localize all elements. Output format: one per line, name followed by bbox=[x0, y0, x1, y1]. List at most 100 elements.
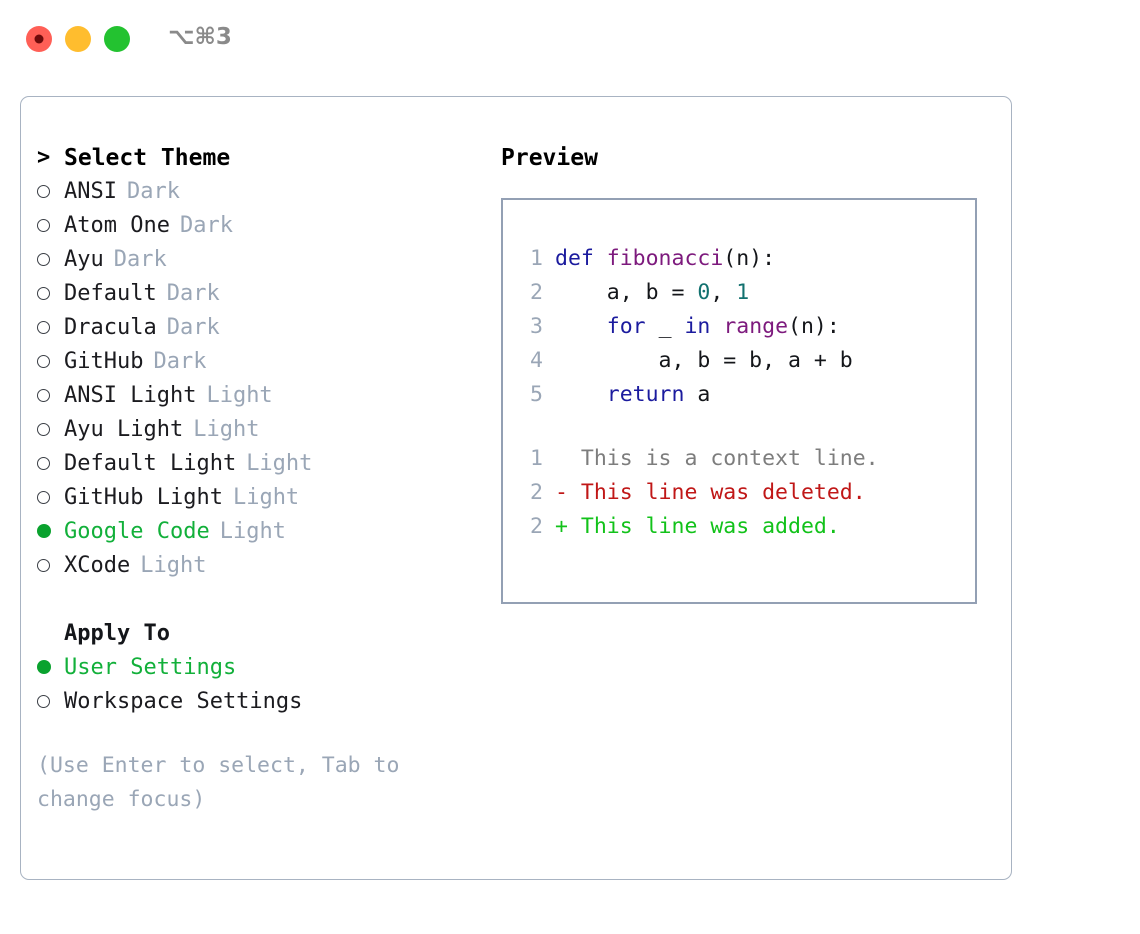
radio-selected-icon[interactable] bbox=[37, 515, 64, 549]
radio-unselected-icon[interactable] bbox=[37, 243, 64, 277]
diff-line-text: - This line was deleted. bbox=[555, 480, 866, 505]
diff-line-text: + This line was added. bbox=[555, 514, 840, 539]
theme-list-item[interactable]: XCode Light bbox=[37, 549, 477, 583]
minimize-button-icon[interactable] bbox=[65, 26, 91, 52]
diff-line: 2 - This line was deleted. bbox=[513, 476, 967, 510]
theme-category-label: Dark bbox=[126, 179, 180, 204]
theme-list-item[interactable]: Google Code Light bbox=[37, 515, 477, 549]
title-bar: ⌥⌘3 bbox=[0, 0, 1140, 78]
radio-unselected-icon[interactable] bbox=[37, 481, 64, 515]
keyboard-hint-text: (Use Enter to select, Tab to change focu… bbox=[37, 753, 413, 812]
radio-unselected-icon[interactable] bbox=[37, 345, 64, 379]
window-controls bbox=[26, 26, 130, 52]
diff-line-number: 2 bbox=[530, 514, 543, 539]
theme-list-header: > Select Theme bbox=[37, 141, 477, 175]
theme-category-label: Dark bbox=[179, 213, 233, 238]
theme-category-label: Dark bbox=[153, 349, 207, 374]
theme-list-item[interactable]: Ayu Dark bbox=[37, 243, 477, 277]
diff-line: 2 + This line was added. bbox=[513, 510, 967, 544]
code-line-number: 2 bbox=[530, 280, 543, 305]
caret-icon: > bbox=[37, 145, 51, 170]
theme-list-item[interactable]: Dracula Dark bbox=[37, 311, 477, 345]
theme-list-item[interactable]: ANSI Light Light bbox=[37, 379, 477, 413]
radio-unselected-icon[interactable] bbox=[37, 311, 64, 345]
theme-name-label: Default Light bbox=[64, 451, 237, 476]
apply-to-item[interactable]: Workspace Settings bbox=[37, 685, 477, 719]
theme-list-header-label: Select Theme bbox=[64, 145, 231, 171]
code-token: range bbox=[723, 314, 789, 339]
diff-line-number: 2 bbox=[530, 480, 543, 505]
theme-category-label: Light bbox=[193, 417, 260, 442]
code-token: a, b = bbox=[555, 280, 698, 305]
keyboard-shortcut-label: ⌥⌘3 bbox=[168, 24, 232, 50]
code-token: return bbox=[606, 382, 685, 407]
code-line-text: a, b = b, a + b bbox=[555, 344, 853, 378]
diff-block: 1 This is a context line. 2 - This line wa… bbox=[513, 442, 967, 544]
theme-name-label: Ayu Light bbox=[64, 417, 184, 442]
radio-selected-icon[interactable] bbox=[37, 651, 64, 685]
close-button-icon[interactable] bbox=[26, 26, 52, 52]
radio-unselected-icon[interactable] bbox=[37, 685, 64, 719]
theme-name-label: Dracula bbox=[64, 315, 157, 340]
radio-unselected-icon[interactable] bbox=[37, 447, 64, 481]
code-token: for bbox=[606, 314, 646, 339]
code-token bbox=[555, 314, 607, 339]
radio-unselected-icon[interactable] bbox=[37, 175, 64, 209]
theme-category-label: Dark bbox=[166, 315, 220, 340]
theme-list-item[interactable]: ANSI Dark bbox=[37, 175, 477, 209]
theme-name-label: GitHub bbox=[64, 349, 144, 374]
apply-to-item[interactable]: User Settings bbox=[37, 651, 477, 685]
theme-list-item[interactable]: Ayu Light Light bbox=[37, 413, 477, 447]
code-line-number: 3 bbox=[530, 314, 543, 339]
radio-unselected-icon[interactable] bbox=[37, 379, 64, 413]
code-token: in bbox=[684, 314, 711, 339]
radio-unselected-icon[interactable] bbox=[37, 413, 64, 447]
diff-line: 1 This is a context line. bbox=[513, 442, 967, 476]
theme-name-label: ANSI Light bbox=[64, 383, 197, 408]
code-line: 2 a, b = 0, 1 bbox=[513, 276, 967, 310]
radio-unselected-icon[interactable] bbox=[37, 209, 64, 243]
theme-category-label: Light bbox=[140, 553, 207, 578]
code-line-text: return a bbox=[555, 378, 711, 412]
diff-line-text: This is a context line. bbox=[555, 446, 879, 471]
diff-spacer bbox=[513, 412, 967, 442]
theme-list-item[interactable]: Atom One Dark bbox=[37, 209, 477, 243]
radio-unselected-icon[interactable] bbox=[37, 549, 64, 583]
theme-name-label: Ayu bbox=[64, 247, 104, 272]
theme-category-label: Dark bbox=[166, 281, 220, 306]
code-line: 5 return a bbox=[513, 378, 967, 412]
code-line-text: a, b = 0, 1 bbox=[555, 276, 749, 310]
code-line-number: 1 bbox=[530, 246, 543, 271]
theme-name-label: Google Code bbox=[64, 519, 210, 544]
theme-list-item[interactable]: GitHub Dark bbox=[37, 345, 477, 379]
code-token: 1 bbox=[736, 280, 750, 305]
theme-name-label: Default bbox=[64, 281, 157, 306]
theme-list-item[interactable]: Default Dark bbox=[37, 277, 477, 311]
theme-name-label: ANSI bbox=[64, 179, 117, 204]
code-line-text: for _ in range(n): bbox=[555, 310, 840, 344]
theme-category-label: Light bbox=[206, 383, 273, 408]
code-token: , bbox=[710, 280, 737, 305]
theme-category-label: Light bbox=[219, 519, 286, 544]
code-line: 3 for _ in range(n): bbox=[513, 310, 967, 344]
theme-category-label: Dark bbox=[113, 247, 167, 272]
code-token: (n): bbox=[723, 246, 776, 271]
maximize-button-icon[interactable] bbox=[104, 26, 130, 52]
code-token: a, b = b, a + b bbox=[555, 348, 853, 373]
code-token: a bbox=[684, 382, 711, 407]
apply-to-header: Apply To bbox=[37, 617, 477, 651]
list-spacer bbox=[37, 583, 477, 617]
theme-name-label: Atom One bbox=[64, 213, 170, 238]
theme-name-label: XCode bbox=[64, 553, 131, 578]
radio-unselected-icon[interactable] bbox=[37, 277, 64, 311]
